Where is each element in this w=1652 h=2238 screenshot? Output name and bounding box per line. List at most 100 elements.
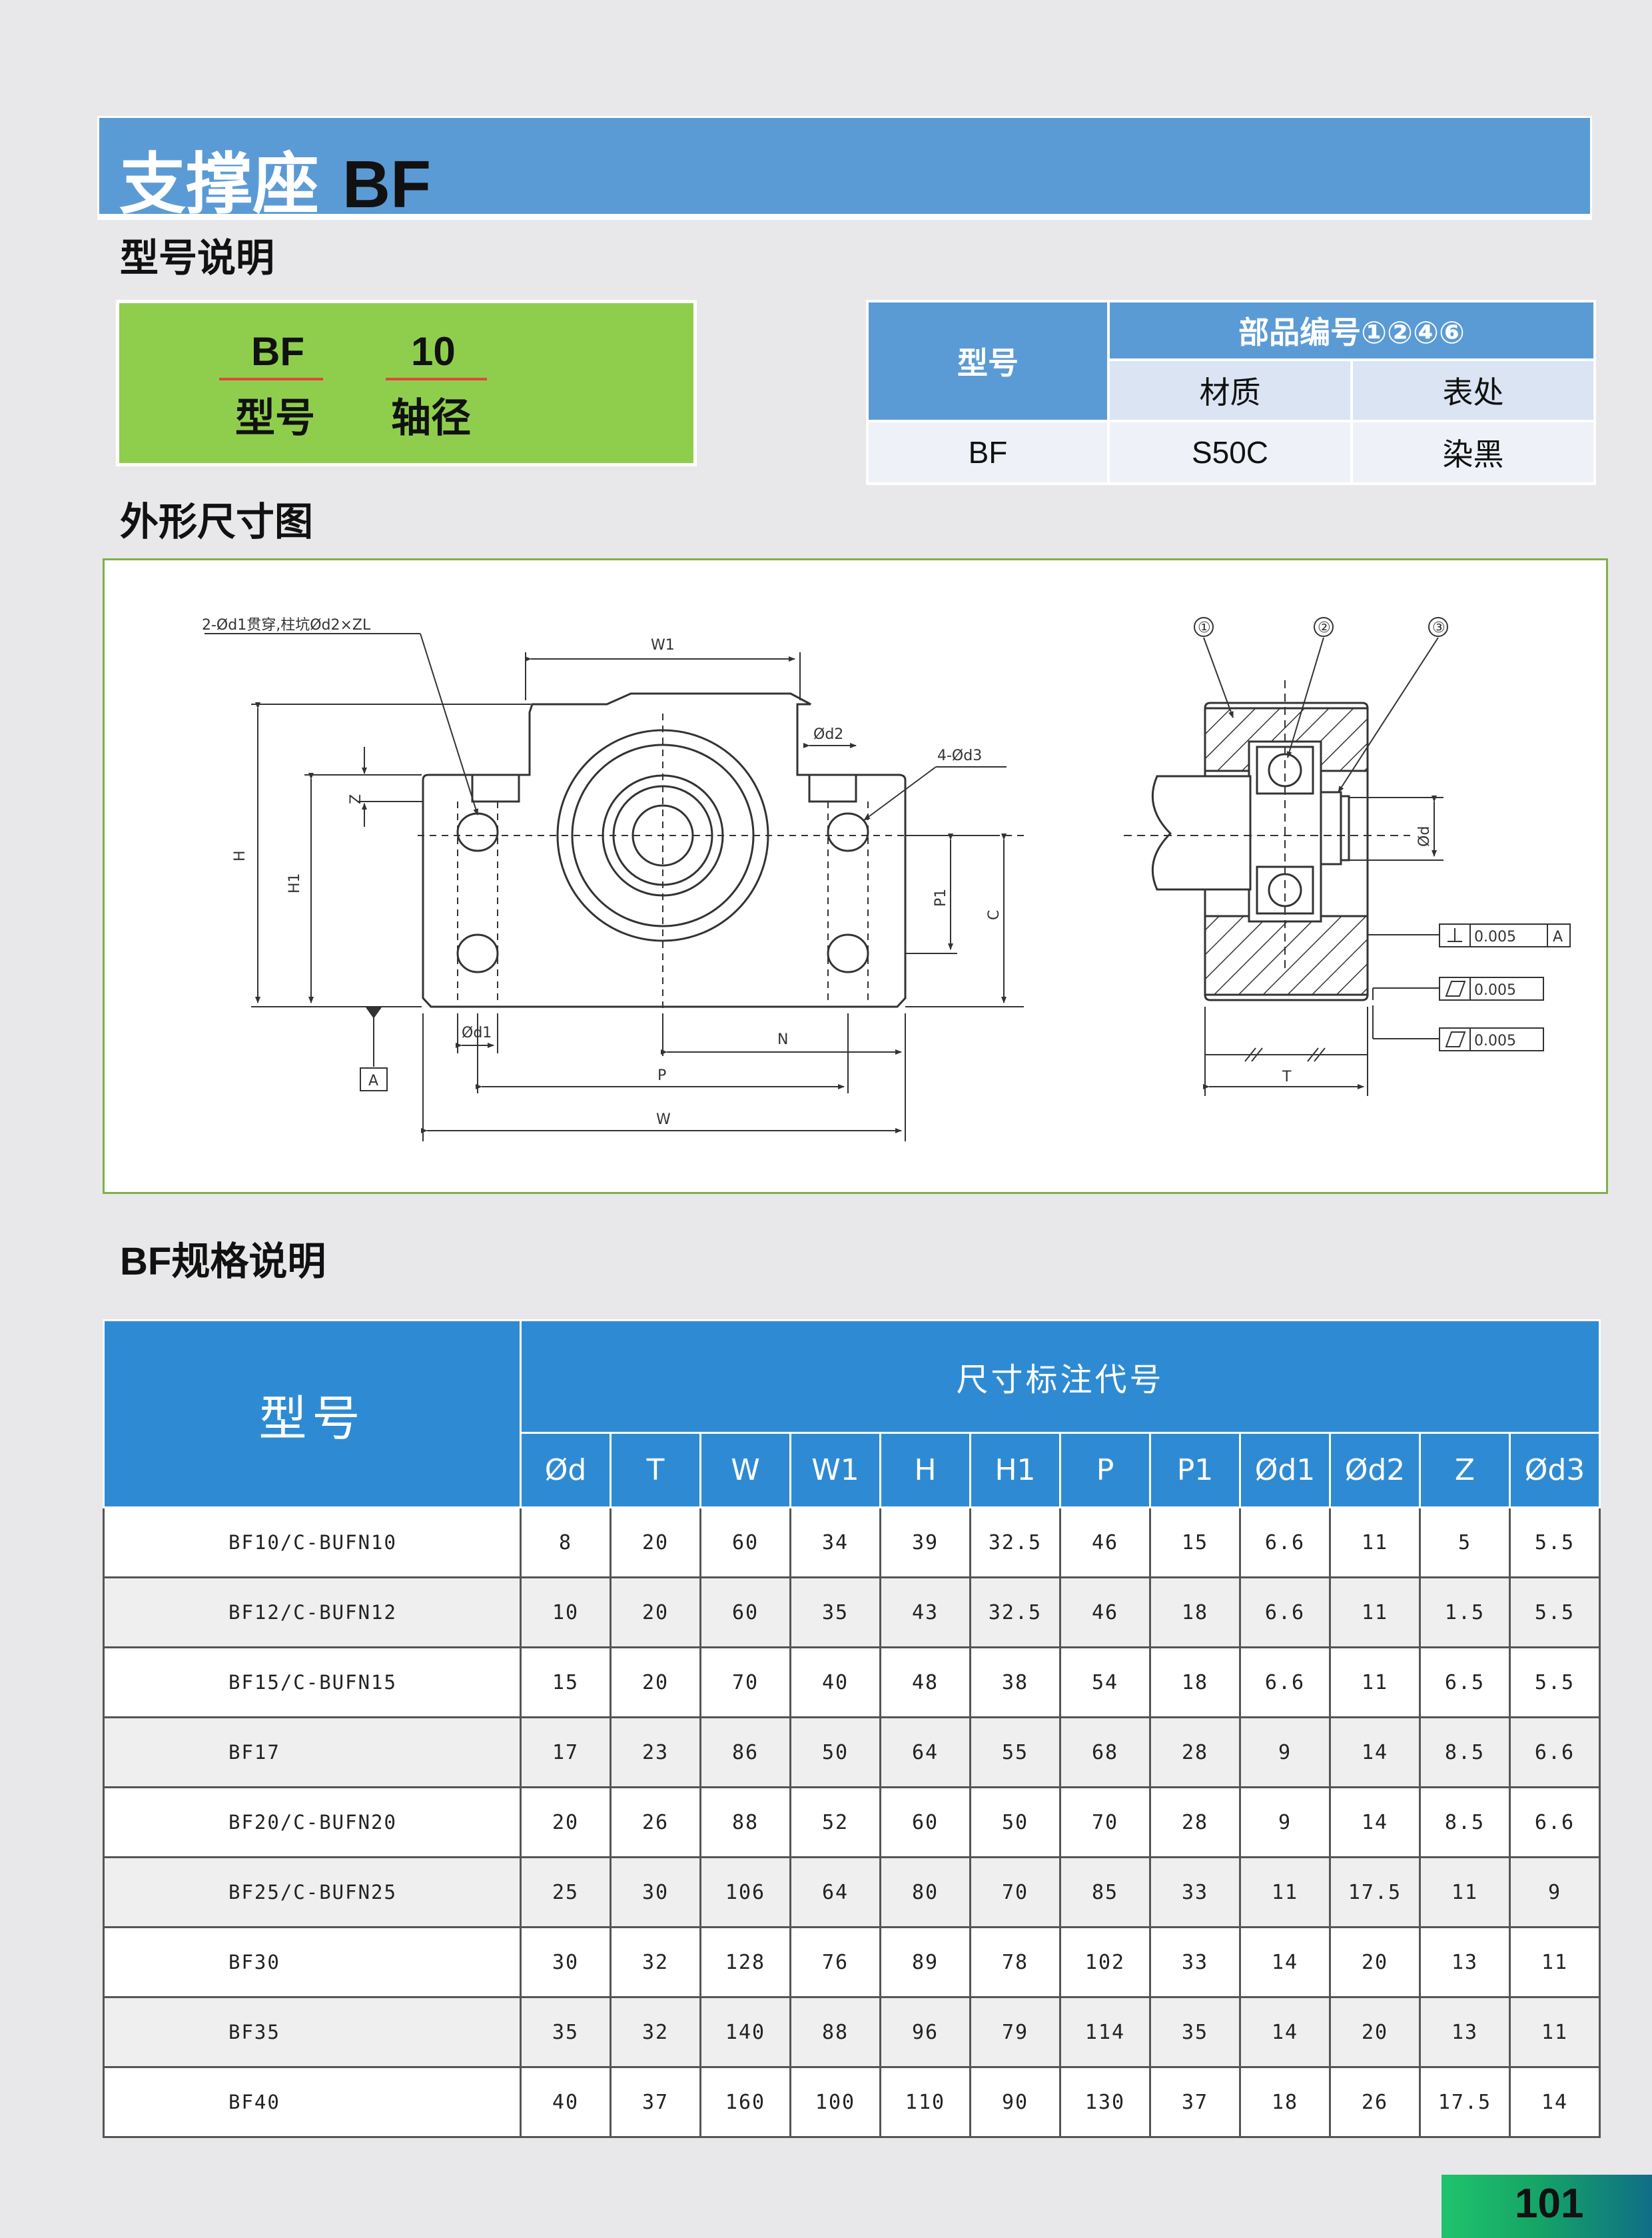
model-label-1: 型号 (235, 395, 315, 442)
parts-table: 型号 部品编号①②④⑥ 材质 表处 BF S50C 染黑 (866, 300, 1597, 485)
row-value: 6.6 (1508, 1716, 1601, 1788)
page-title: 支撑座 BF (119, 130, 431, 227)
row-value: 5.5 (1508, 1646, 1601, 1718)
tol-value-1: 0.005 (1474, 929, 1516, 945)
row-value: 32 (610, 1926, 701, 1998)
row-value: 20 (1329, 1926, 1421, 1998)
row-value: 106 (699, 1856, 791, 1928)
row-value: 8.5 (1419, 1716, 1511, 1788)
callout-2: ② (1318, 620, 1331, 636)
parts-finish-header: 表处 (1350, 358, 1597, 422)
title-latin: BF (342, 147, 432, 222)
row-value: 17.5 (1329, 1856, 1421, 1928)
row-value: 85 (1059, 1856, 1151, 1928)
row-value: 20 (520, 1786, 612, 1858)
outline-drawing: 2-Ød1贯穿,柱坑Ød2×ZL W1 Ød2 4-Ød3 Z H H1 P1 … (202, 617, 1571, 1141)
row-value: 11 (1329, 1506, 1421, 1578)
tol-datum-1: A (1553, 929, 1563, 945)
row-value: 38 (969, 1646, 1061, 1718)
col-header: Ød (520, 1431, 612, 1509)
hole-d1-left (456, 812, 499, 852)
row-value: 9 (1239, 1786, 1331, 1858)
tol-value-2: 0.005 (1474, 982, 1516, 999)
row-value: 6.6 (1239, 1646, 1331, 1718)
row-value: 43 (879, 1576, 971, 1648)
row-value: 13 (1419, 1996, 1511, 2068)
col-header: Z (1419, 1431, 1511, 1509)
row-value: 88 (789, 1996, 881, 2068)
row-value: 100 (789, 2066, 881, 2138)
parts-model-header: 型号 (866, 300, 1110, 422)
col-header: Ød3 (1508, 1431, 1601, 1509)
row-value: 32.5 (969, 1576, 1061, 1648)
row-model: BF10/C-BUFN10 (103, 1506, 522, 1578)
row-value: 18 (1149, 1576, 1241, 1648)
page-number-tab: 101 (1442, 2175, 1652, 2238)
row-value: 11 (1508, 1996, 1601, 2068)
row-value: 90 (969, 2066, 1061, 2138)
row-value: 8.5 (1419, 1786, 1511, 1858)
row-model: BF25/C-BUFN25 (103, 1856, 522, 1928)
row-value: 46 (1059, 1506, 1151, 1578)
row-value: 23 (610, 1716, 701, 1788)
row-value: 11 (1239, 1856, 1331, 1928)
row-value: 11 (1508, 1926, 1601, 1998)
row-value: 14 (1239, 1926, 1331, 1998)
row-value: 35 (1149, 1996, 1241, 2068)
row-value: 6.6 (1239, 1576, 1331, 1648)
row-value: 6.5 (1419, 1646, 1511, 1718)
row-value: 40 (789, 1646, 881, 1718)
model-code-2: 10 (411, 329, 456, 374)
row-model: BF40 (103, 2066, 522, 2138)
row-model: BF30 (103, 1926, 522, 1998)
col-header: H1 (969, 1431, 1061, 1509)
row-value: 32 (610, 1996, 701, 2068)
row-value: 110 (879, 2066, 971, 2138)
row-value: 18 (1239, 2066, 1331, 2138)
row-model: BF35 (103, 1996, 522, 2068)
row-value: 8 (520, 1506, 612, 1578)
row-value: 14 (1508, 2066, 1601, 2138)
row-value: 26 (610, 1786, 701, 1858)
row-value: 128 (699, 1926, 791, 1998)
row-model: BF20/C-BUFN20 (103, 1786, 522, 1858)
col-header: H (879, 1431, 971, 1509)
row-value: 17.5 (1419, 2066, 1511, 2138)
row-value: 60 (699, 1576, 791, 1648)
model-code-box: BF 型号 10 轴径 (116, 300, 697, 466)
row-value: 86 (699, 1716, 791, 1788)
row-value: 17 (520, 1716, 612, 1788)
parts-material-header: 材质 (1107, 358, 1353, 422)
hole-d3-right (827, 812, 869, 852)
row-value: 5 (1419, 1506, 1511, 1578)
row-value: 160 (699, 2066, 791, 2138)
row-value: 6.6 (1508, 1786, 1601, 1858)
row-value: 14 (1329, 1716, 1421, 1788)
row-value: 10 (520, 1576, 612, 1648)
row-value: 40 (520, 2066, 612, 2138)
callout-1: ① (1198, 620, 1211, 636)
page-number: 101 (1515, 2181, 1584, 2227)
row-value: 20 (610, 1646, 701, 1718)
dim-h1: H1 (286, 873, 303, 893)
row-value: 96 (879, 1996, 971, 2068)
datum-label: A (368, 1073, 378, 1089)
model-code-1: BF (251, 329, 304, 374)
row-value: 89 (879, 1926, 971, 1998)
row-value: 25 (520, 1856, 612, 1928)
datum-box (360, 1067, 388, 1091)
section-lower (1204, 915, 1369, 996)
row-value: 28 (1149, 1716, 1241, 1788)
row-value: 20 (610, 1506, 701, 1578)
row-value: 102 (1059, 1926, 1151, 1998)
row-value: 5.5 (1508, 1576, 1601, 1648)
spec-model-header: 型号 (103, 1319, 522, 1508)
row-value: 28 (1149, 1786, 1241, 1858)
row-value: 39 (879, 1506, 971, 1578)
